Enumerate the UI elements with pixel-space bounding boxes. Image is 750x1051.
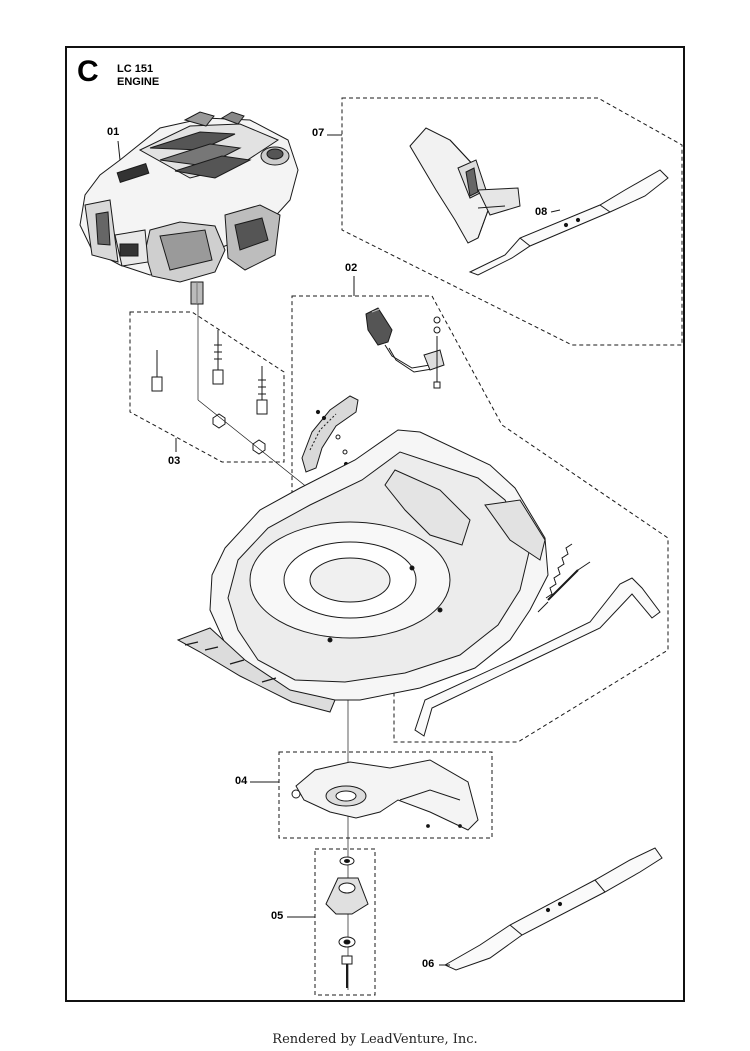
footer-credit: Rendered by LeadVenture, Inc. <box>272 1032 478 1047</box>
callout-08[interactable]: 08 <box>535 206 548 218</box>
rear-axle-part[interactable] <box>414 577 661 737</box>
callout-03[interactable]: 03 <box>168 455 181 467</box>
group-05-outline <box>314 848 376 996</box>
blade-08-part[interactable] <box>468 169 669 276</box>
blade-adapter-part[interactable] <box>325 856 369 988</box>
group-04-outline <box>278 751 493 839</box>
spring-part[interactable] <box>537 543 591 613</box>
callout-05[interactable]: 05 <box>271 910 284 922</box>
cutter-deck-part[interactable] <box>176 429 549 713</box>
group-03-outline <box>129 311 285 463</box>
blade-06-part[interactable] <box>443 847 663 971</box>
callout-07[interactable]: 07 <box>312 127 325 139</box>
bolts-part[interactable] <box>151 330 268 455</box>
model-number: LC 151 <box>117 63 154 75</box>
group-07-outline <box>341 97 683 346</box>
leader-08 <box>550 209 561 213</box>
callout-01[interactable]: 01 <box>107 126 120 138</box>
leader-01 <box>117 140 121 161</box>
baffle-part[interactable] <box>291 759 479 831</box>
mulch-plug-part[interactable] <box>409 127 521 244</box>
height-bracket-part[interactable] <box>301 395 359 473</box>
callout-04[interactable]: 04 <box>235 775 248 787</box>
callout-06[interactable]: 06 <box>422 958 435 970</box>
section-title: ENGINE <box>117 76 160 88</box>
diagram-frame <box>65 46 685 1002</box>
model-title: LC 151 ENGINE <box>117 63 159 89</box>
height-lever-part[interactable] <box>365 307 445 389</box>
callout-02[interactable]: 02 <box>345 262 358 274</box>
engine-part[interactable] <box>79 111 299 305</box>
section-letter: C <box>77 55 99 88</box>
